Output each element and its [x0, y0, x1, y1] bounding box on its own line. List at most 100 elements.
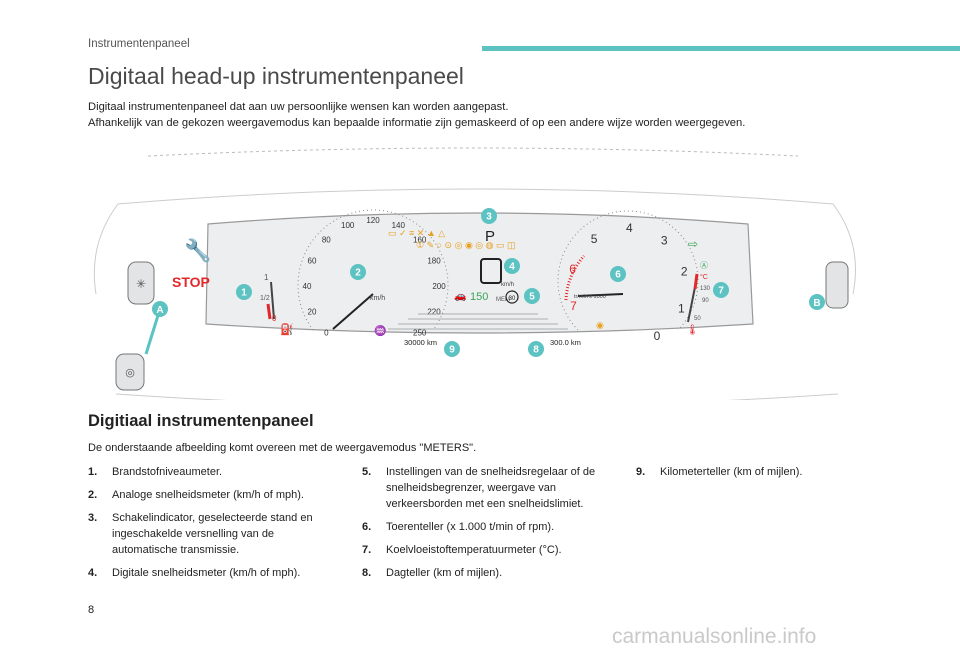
steering-control-right — [825, 261, 849, 309]
temp-high-zone — [693, 273, 699, 290]
callout-badge — [610, 266, 626, 282]
mem-label: MEM — [496, 297, 510, 303]
callout-label: 9 — [449, 345, 455, 356]
callout-b-label: B — [813, 298, 820, 309]
cruise-control-icon: 🚗 — [454, 291, 466, 302]
legend-text: Toerenteller (x 1.000 t/min of rpm). — [386, 521, 555, 533]
tachometer-needle — [577, 293, 624, 297]
warning-lamps-row: ① ✎ ○ ⊙ ◎ ◉ ◎ ◍ ▭ ◫ — [416, 240, 516, 250]
dashboard-contour-bottom — [115, 393, 839, 407]
legend-text: Brandstofniveaumeter. — [112, 466, 223, 478]
cruise-speed: 150 — [470, 291, 488, 303]
section-lead: De onderstaande afbeelding komt overeen … — [88, 442, 477, 454]
intro-line-1: Digitaal instrumentenpaneel dat aan uw p… — [88, 101, 509, 113]
legend-num: 1. — [88, 466, 98, 478]
legend-num: 6. — [362, 521, 372, 533]
instrument-panel-svg: ✳ ◎ A B 🔧 STOP 1 1/2 0 ⛽ 020406080100120… — [93, 147, 856, 407]
tachometer-tick-label: 4 — [626, 221, 633, 235]
legend-item: 8.Dagteller (km of mijlen). — [362, 565, 612, 581]
trip-value: 300.0 km — [550, 338, 581, 347]
tachometer-tick-label: 1 — [678, 302, 685, 316]
control-icon: ◎ — [125, 367, 135, 379]
legend-column-1: 1. Brandstofniveaumeter. 2.Analoge snelhe… — [88, 464, 328, 588]
tachometer-tick-label: 2 — [681, 265, 688, 279]
tachometer-tick-label: 5 — [591, 232, 598, 246]
dashboard-contour-top — [147, 147, 799, 157]
callout-b-badge — [809, 294, 825, 310]
digital-speed-display — [480, 258, 502, 284]
speedometer-tick-label: 140 — [392, 221, 406, 230]
legend-num: 7. — [362, 544, 372, 556]
speedometer-tick-label: 200 — [432, 282, 446, 291]
fuel-half-label: 1/2 — [260, 295, 270, 302]
lamp-icon: ◉ — [596, 320, 604, 330]
gear-indicator: P — [485, 228, 495, 245]
speed-limit-sign — [505, 290, 519, 304]
steering-control-left — [127, 261, 155, 305]
tachometer-unit: tr/min x 1000 — [574, 294, 606, 300]
legend-num: 9. — [636, 466, 646, 478]
legend-num: 4. — [88, 567, 98, 579]
callout-badge — [504, 258, 520, 274]
digital-speed-unit: km/h — [501, 282, 514, 288]
speedometer-tick-label: 40 — [303, 282, 312, 291]
callout-label: 4 — [509, 262, 515, 273]
callout-badge — [236, 284, 252, 300]
speedometer-tick-label: 180 — [427, 257, 441, 266]
legend-item: 4.Digitale snelheidsmeter (km/h of mph). — [88, 565, 328, 581]
speedometer-tick-label: 120 — [366, 216, 380, 225]
speedometer-tick-label: 20 — [308, 307, 317, 316]
legend-item: 1. Brandstofniveaumeter. — [88, 464, 328, 480]
speedometer-tick-label: 160 — [413, 235, 427, 244]
legend-item: 6. Toerenteller (x 1.000 t/min of rpm). — [362, 519, 612, 535]
watermark: carmanualsonline.info — [612, 625, 817, 648]
callout-label: 7 — [718, 286, 724, 297]
fuel-gauge-bar — [270, 281, 275, 320]
tachometer-tick-label: 3 — [661, 234, 668, 248]
callout-a-label: A — [156, 305, 163, 316]
brightness-icon: ✳ — [136, 277, 146, 291]
speedometer-tick-label: 100 — [341, 221, 355, 230]
legend-num: 5. — [362, 466, 372, 478]
wrench-icon: 🔧 — [184, 237, 211, 263]
callout-label: 2 — [355, 268, 361, 279]
legend-text: Kilometerteller (km of mijlen). — [660, 466, 803, 478]
turn-right-icon: ⇨ — [688, 237, 698, 251]
callout-label: 8 — [533, 345, 539, 356]
tachometer-redline — [564, 254, 586, 301]
legend-item: 2.Analoge snelheidsmeter (km/h of mph). — [88, 487, 328, 503]
coolant-icon: 🌡 — [686, 324, 699, 336]
legend-column-3: 9. Kilometerteller (km of mijlen). — [636, 464, 876, 487]
page-number: 8 — [88, 604, 95, 616]
temp-high: 130 — [700, 286, 711, 292]
legend-item: 3.Schakelindicator, geselecteerde stand … — [88, 510, 328, 558]
legend-item: 9. Kilometerteller (km of mijlen). — [636, 464, 876, 480]
legend-text: Schakelindicator, geselecteerde stand en… — [112, 512, 313, 556]
dashboard-contour-outer — [93, 188, 856, 295]
legend-text: Instellingen van de snelheidsregelaar of… — [386, 466, 596, 510]
callout-label: 5 — [529, 292, 535, 303]
callout-label: 6 — [615, 270, 621, 281]
fuel-full-label: 1 — [264, 273, 269, 282]
tachometer-tick-labels: 0 1 2 3 4 5 6 7 — [569, 221, 688, 343]
tachometer-tick-label: 7 — [570, 299, 577, 313]
steering-control-lower — [115, 353, 145, 391]
section-header-label: Instrumentenpaneel — [88, 38, 190, 50]
speedometer-tick-label: 250 — [413, 329, 427, 338]
tachometer-tick-label: 0 — [654, 329, 661, 343]
callout-badge — [713, 282, 729, 298]
temp-low: 50 — [694, 316, 701, 322]
tachometer-tick-label: 6 — [569, 262, 576, 276]
speedometer-needle — [332, 293, 374, 330]
page-title: Digitaal head-up instrumentenpaneel — [88, 63, 464, 89]
odometer-value: 30000 km — [404, 338, 437, 347]
callout-badge — [350, 264, 366, 280]
legend-text: Dagteller (km of mijlen). — [386, 567, 503, 579]
warning-lamps-top: ▭ ✓ ≡ ✕ ▲ △ — [388, 228, 445, 238]
callout-badge — [528, 341, 544, 357]
legend-item: 7.Koelvloeistoftemperatuurmeter (°C). — [362, 542, 612, 558]
intro-line-2: Afhankelijk van de gekozen weergavemodus… — [88, 117, 746, 129]
fuel-reserve-bar — [266, 303, 272, 320]
